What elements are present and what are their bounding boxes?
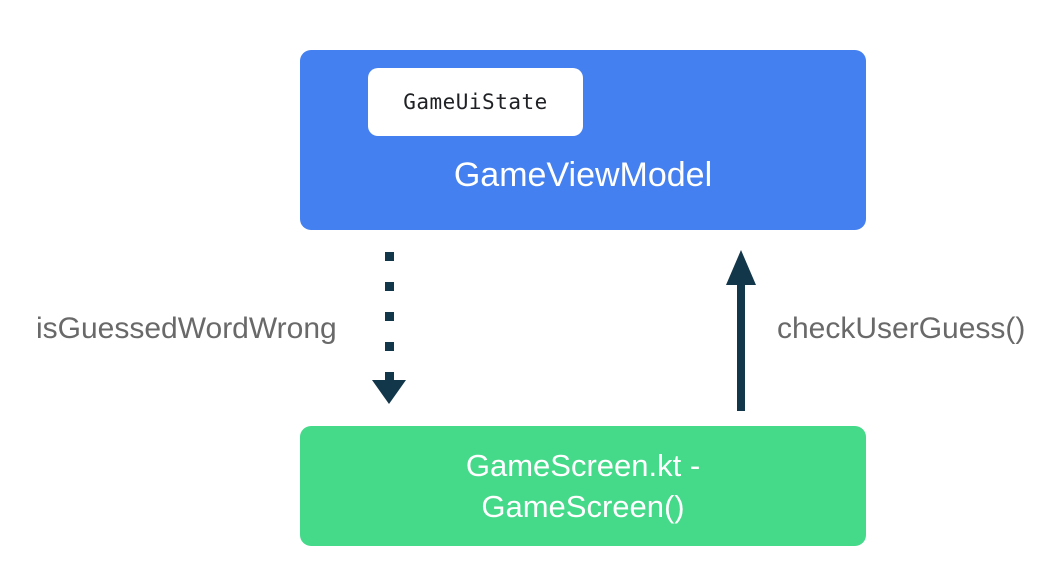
edge-downward-dotted: [372, 252, 406, 404]
node-game-screen-label-line1: GameScreen.kt -: [465, 448, 701, 483]
arrowhead-up-icon: [726, 250, 756, 285]
node-game-view-model-label: GameViewModel: [453, 156, 713, 194]
game-ui-state-label: GameUiState: [403, 90, 548, 114]
node-game-view-model[interactable]: GameUiState GameViewModel: [300, 50, 866, 230]
edge-upward-solid: [726, 250, 756, 411]
game-ui-state-chip[interactable]: GameUiState: [368, 68, 583, 136]
arrowhead-down-icon: [372, 380, 406, 404]
node-game-screen-label: GameScreen.kt - GameScreen(): [300, 445, 866, 527]
edge-label-is-guessed-word-wrong: isGuessedWordWrong: [36, 312, 337, 345]
node-game-screen[interactable]: GameScreen.kt - GameScreen(): [300, 426, 866, 546]
node-game-screen-label-line2: GameScreen(): [481, 489, 685, 524]
edge-label-check-user-guess: checkUserGuess(): [777, 312, 1026, 345]
